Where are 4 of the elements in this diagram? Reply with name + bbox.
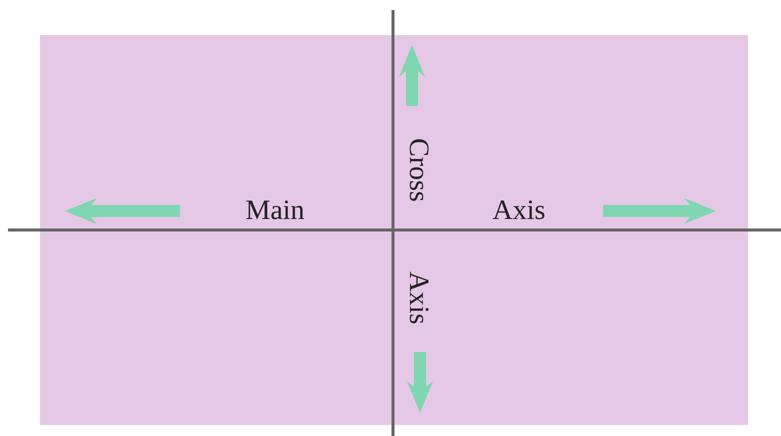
axis-label: Main	[245, 197, 305, 225]
axis-label: Axis	[492, 197, 546, 225]
axis-label: Axis	[404, 272, 432, 324]
axis-label: Cross	[404, 138, 432, 202]
